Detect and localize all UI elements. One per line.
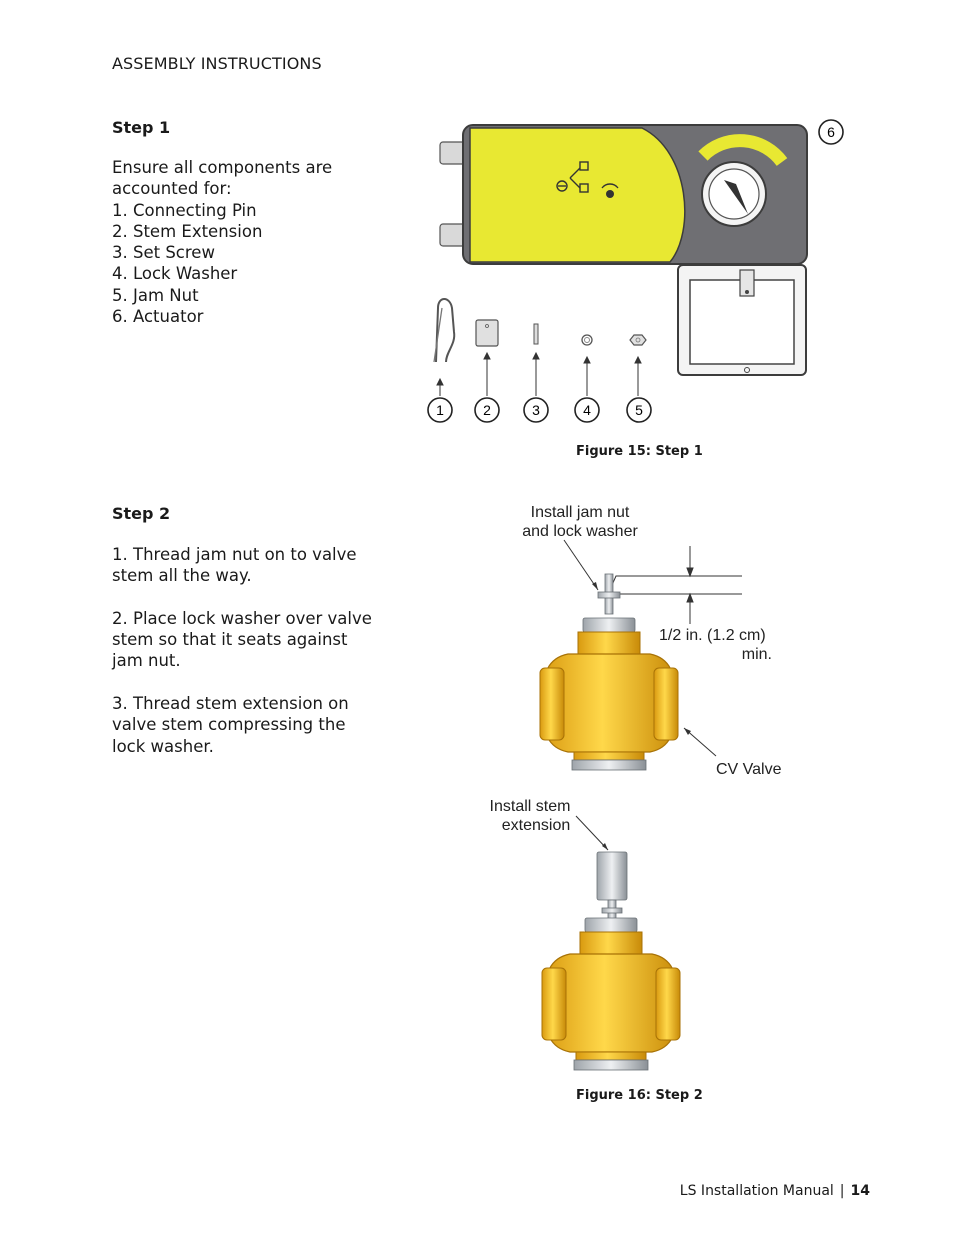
component-list-item: 6. Actuator [112, 307, 204, 327]
valve-with-stem-extension-illustration [541, 851, 681, 1071]
component-list-item: 5. Jam Nut [112, 285, 199, 305]
component-list-item: 3. Set Screw [112, 243, 215, 263]
callout-label: 3 [532, 402, 540, 418]
callout-markers: 1 2 3 4 5 6 [427, 119, 844, 423]
figure-16-valve-assembly: Install jam nut and lock washer 1/2 in. … [490, 504, 782, 1071]
jam-nut-label: and lock washer [522, 523, 638, 540]
jam-nut-label: Install jam nut [531, 504, 630, 521]
page-footer: LS Installation Manual | 14 [680, 1183, 870, 1199]
dimension-marker [607, 546, 742, 624]
actuator-illustration [439, 124, 808, 376]
step2-title: Step 2 [112, 504, 171, 523]
dimension-label: min. [742, 646, 772, 663]
components-illustration [433, 298, 647, 396]
figure-15-components: 1 2 3 4 5 6 [427, 119, 844, 423]
step1-body: Ensure all components are accounted for:… [112, 157, 352, 327]
stem-extension-label: extension [502, 817, 571, 834]
footer-title: LS Installation Manual [679, 1183, 834, 1199]
step2-body: 1. Thread jam nut on to valve stem all t… [112, 544, 380, 778]
callout-label: 1 [436, 402, 444, 418]
component-list: 1. Connecting Pin 2. Stem Extension 3. S… [112, 200, 352, 328]
step1-title: Step 1 [112, 118, 171, 137]
cv-valve-label: CV Valve [716, 761, 782, 778]
dimension-label: 1/2 in. (1.2 cm) [659, 627, 766, 644]
callout-label: 4 [583, 402, 591, 418]
page-number: 14 [850, 1183, 870, 1199]
callout-label: 2 [483, 402, 491, 418]
page-header: ASSEMBLY INSTRUCTIONS [112, 54, 322, 73]
footer-separator: | [839, 1183, 845, 1199]
figure-16-caption: Figure 16: Step 2 [576, 1088, 703, 1103]
component-list-item: 4. Lock Washer [112, 264, 238, 284]
step2-paragraph: 3. Thread stem extension on valve stem c… [112, 694, 349, 756]
step2-paragraph: 1. Thread jam nut on to valve stem all t… [112, 545, 357, 586]
step2-paragraph: 2. Place lock washer over valve stem so … [112, 608, 372, 671]
component-list-item: 1. Connecting Pin [112, 200, 257, 220]
component-list-item: 2. Stem Extension [112, 221, 263, 241]
stem-extension-label: Install stem [490, 798, 571, 815]
callout-label: 6 [827, 124, 835, 140]
callout-label: 5 [635, 402, 643, 418]
step1-intro: Ensure all components are accounted for: [112, 158, 333, 199]
figure-15-caption: Figure 15: Step 1 [576, 444, 703, 459]
cv-valve-illustration [539, 573, 679, 771]
